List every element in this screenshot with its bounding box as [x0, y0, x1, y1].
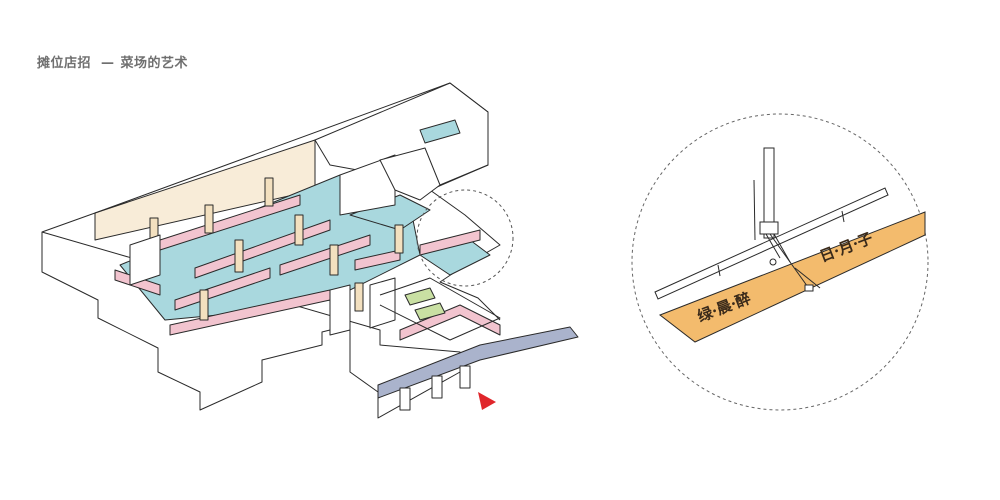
upper-room-blue — [419, 119, 461, 144]
partition-2 — [339, 154, 396, 216]
banner-strip — [658, 211, 926, 343]
partition-3 — [379, 147, 441, 201]
green-stall-2 — [414, 302, 446, 321]
column-3 — [294, 214, 304, 246]
pier-3 — [459, 365, 471, 389]
support-post — [763, 147, 775, 239]
pier-1 — [399, 387, 411, 411]
sign-row-8 — [419, 229, 481, 256]
column-5 — [204, 204, 214, 234]
title-main: 摊位店招 — [37, 56, 92, 71]
column-7 — [394, 224, 404, 254]
column-4 — [264, 177, 274, 207]
title-sub: 菜场的艺术 — [120, 56, 189, 71]
title-separator: — — [101, 56, 115, 71]
partition-4 — [329, 284, 351, 336]
pier-2 — [431, 375, 443, 399]
detail-callout-circle — [416, 189, 514, 287]
partition-5 — [369, 277, 396, 329]
entrance-corridor — [377, 326, 579, 399]
sign-row-7 — [354, 249, 401, 271]
column-6 — [329, 244, 339, 276]
diagram-title: 摊位店招 — 菜场的艺术 — [37, 52, 188, 71]
column-9 — [354, 282, 364, 312]
direction-arrow-icon — [478, 392, 496, 410]
partition-1 — [129, 234, 161, 286]
sign-row-3 — [174, 267, 271, 311]
detail-circle — [631, 113, 929, 411]
sign-row-9 — [399, 304, 501, 341]
column-8 — [199, 289, 209, 321]
green-stall-1 — [404, 287, 436, 306]
column-2 — [234, 239, 244, 273]
sign-row-4 — [279, 234, 371, 276]
